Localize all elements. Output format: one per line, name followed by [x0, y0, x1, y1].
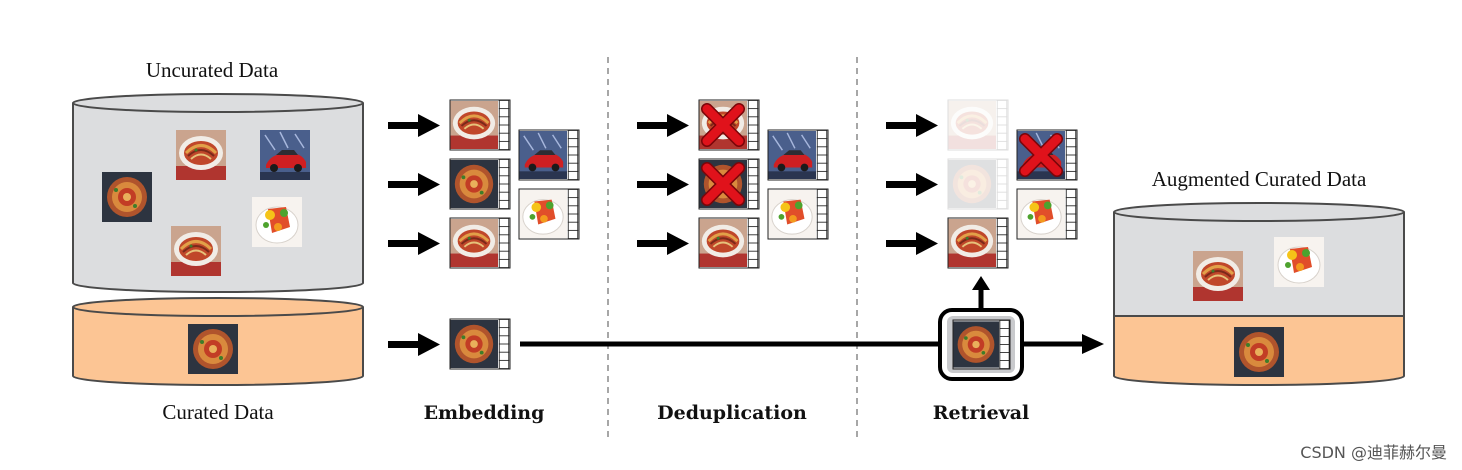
arrow-right-icon — [886, 173, 938, 196]
ratatouille-spiral-image — [1193, 251, 1243, 301]
sports-car-image — [260, 130, 310, 180]
arrow-right-icon — [637, 173, 689, 196]
embedding-vector-icon — [947, 158, 1009, 210]
ratatouille-spiral-image — [171, 226, 221, 276]
embedding-vector-icon — [767, 129, 829, 181]
uncurated-data-label: Uncurated Data — [146, 58, 279, 82]
ratatouille-spiral-image — [176, 130, 226, 180]
embedding-vector-icon — [947, 99, 1009, 151]
embedding-vector-icon — [518, 188, 580, 240]
curated-data-label: Curated Data — [162, 400, 274, 424]
embedding-vector-icon — [449, 217, 511, 269]
retrieval-query-box — [938, 308, 1024, 381]
watermark: CSDN @迪菲赫尔曼 — [1300, 443, 1447, 462]
arrow-right-icon — [388, 333, 440, 356]
salad-plate-image — [252, 197, 302, 247]
embedding-vector-icon — [947, 217, 1009, 269]
embedding-vector-icon — [1016, 188, 1078, 240]
arrow-up-icon — [972, 276, 990, 310]
augmented-data-label: Augmented Curated Data — [1152, 167, 1367, 191]
arrow-right-icon — [388, 173, 440, 196]
arrow-right-icon — [886, 232, 938, 255]
arrow-right-icon — [388, 114, 440, 137]
arrow-right-icon — [1022, 334, 1104, 354]
ratatouille-round-image — [102, 172, 152, 222]
retrieval-step-label: Retrieval — [933, 402, 1030, 424]
salad-plate-image — [1274, 237, 1324, 287]
embedding-vector-icon — [698, 217, 760, 269]
embedding-vector-icon — [698, 158, 760, 210]
embedding-vector-icon — [767, 188, 829, 240]
embedding-vector-icon — [449, 99, 511, 151]
arrow-right-icon — [886, 114, 938, 137]
arrow-right-icon — [637, 114, 689, 137]
arrow-right-icon — [388, 232, 440, 255]
deduplication-step-label: Deduplication — [657, 402, 807, 424]
ratatouille-round-image — [1234, 327, 1284, 377]
embedding-vector-icon — [449, 158, 511, 210]
embedding-vector-icon — [518, 129, 580, 181]
embedding-vector-icon — [1016, 129, 1078, 181]
embedding-vector-icon — [449, 318, 511, 370]
embedding-vector-icon — [698, 99, 760, 151]
ratatouille-round-image — [188, 324, 238, 374]
embedding-step-label: Embedding — [424, 402, 545, 424]
arrow-right-icon — [637, 232, 689, 255]
